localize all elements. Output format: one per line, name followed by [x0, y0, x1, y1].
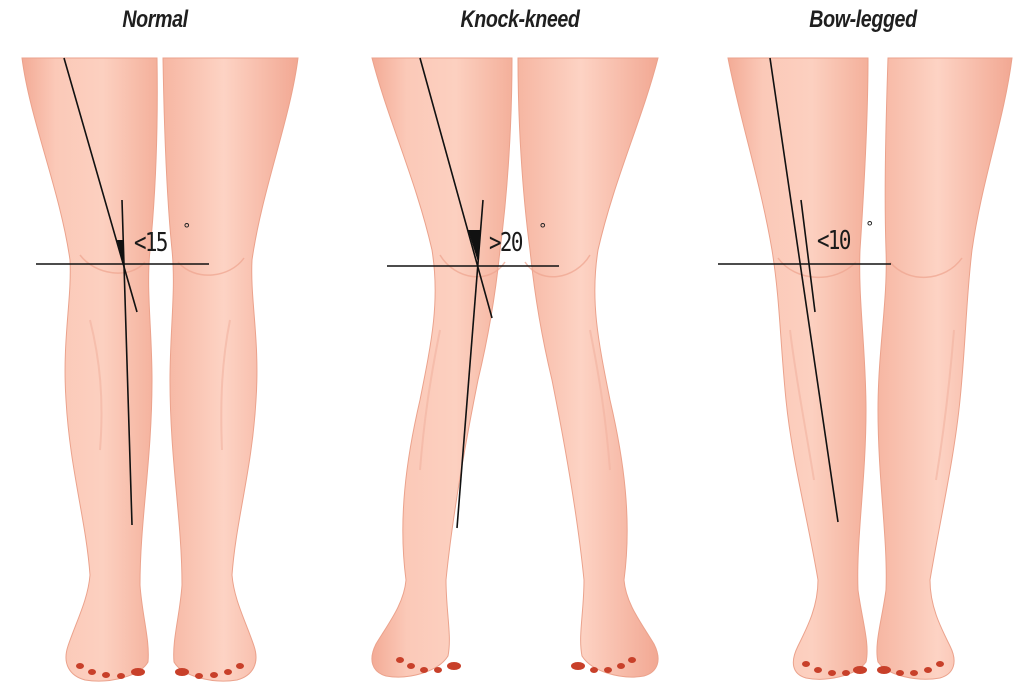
bow-legged-legs — [718, 58, 1012, 679]
bow-degree-symbol: ° — [866, 218, 874, 236]
normal-angle-label: <15 — [134, 228, 167, 258]
normal-degree-symbol: ° — [183, 220, 191, 238]
knock-kneed-legs — [372, 58, 658, 677]
knock-left-leg — [372, 58, 512, 677]
normal-legs — [22, 58, 298, 681]
knock-angle-label: >20 — [489, 228, 522, 258]
normal-left-leg — [22, 58, 157, 681]
knock-right-leg — [518, 58, 658, 677]
bow-angle-label: <10 — [817, 226, 850, 256]
title-bow-legged: Bow-legged — [724, 6, 1003, 34]
title-knock-kneed: Knock-kneed — [381, 6, 660, 34]
bow-left-leg — [728, 58, 868, 679]
bow-right-leg — [877, 58, 1012, 679]
normal-right-leg — [163, 58, 298, 681]
knock-degree-symbol: ° — [539, 220, 547, 238]
title-normal: Normal — [16, 6, 295, 34]
